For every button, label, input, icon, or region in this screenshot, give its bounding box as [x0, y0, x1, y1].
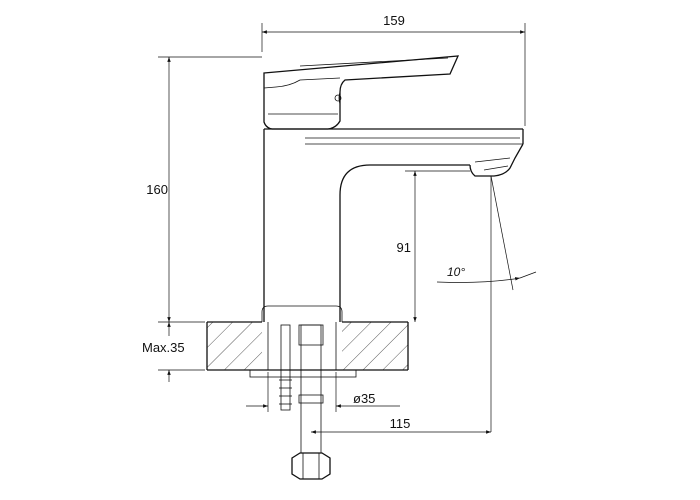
dim-label-max-thickness: Max.35	[142, 340, 185, 355]
dimension-spout-reach: 115	[311, 416, 491, 434]
dimension-hole-diameter: ø35	[246, 372, 400, 412]
dim-label-hole-diameter: ø35	[353, 391, 375, 406]
dimension-spout-clearance: 91	[397, 170, 470, 322]
faucet-body	[261, 55, 524, 322]
dimension-overall-width: 159	[261, 13, 526, 126]
dim-label-spout-clearance: 91	[397, 240, 411, 255]
dimension-spout-angle: 10°	[436, 175, 537, 432]
dim-label-overall-height: 160	[146, 182, 168, 197]
dim-label-spout-reach: 115	[390, 416, 411, 431]
mounting-hardware	[249, 324, 357, 480]
dimension-max-thickness: Max.35	[142, 322, 205, 382]
dim-label-overall-width: 159	[383, 13, 405, 28]
countertop-section	[206, 321, 409, 371]
dim-label-spout-angle: 10°	[447, 265, 465, 279]
dimension-overall-height: 160	[146, 56, 262, 323]
